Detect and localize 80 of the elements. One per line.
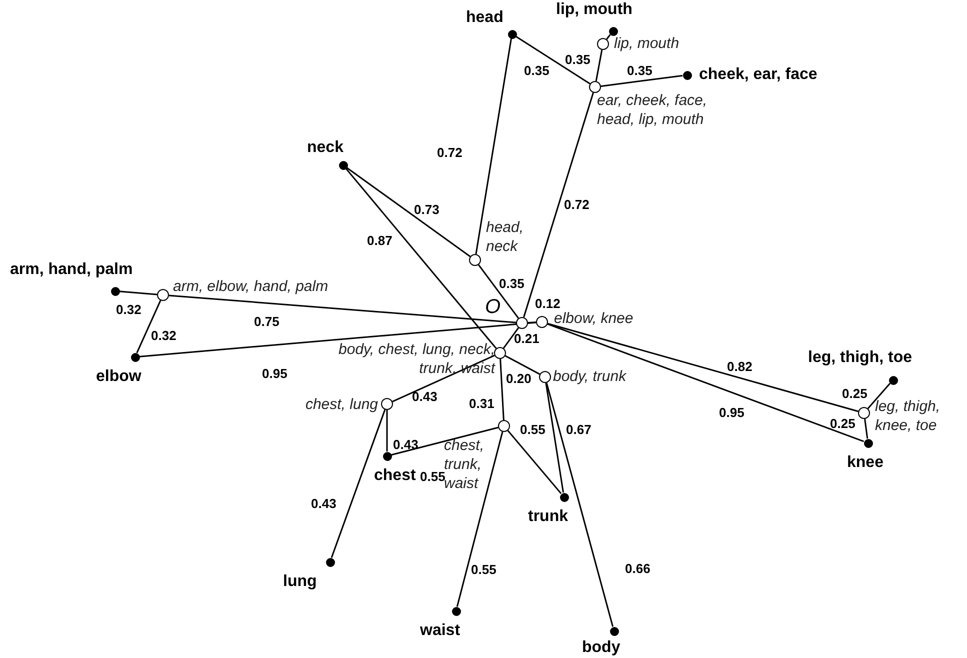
connector-line <box>386 410 388 452</box>
cluster-label: arm, elbow, hand, palm <box>173 277 330 296</box>
leaf-label: lung <box>283 572 318 591</box>
edge-label: 0.55 <box>420 469 446 484</box>
connector-line <box>475 38 512 254</box>
leaf-label: knee <box>847 453 884 472</box>
edge-label: 0.72 <box>564 197 590 212</box>
leaf-label: body <box>582 638 622 657</box>
connector-line <box>595 50 603 82</box>
connector-line <box>545 382 564 493</box>
edge-label: 0.35 <box>565 52 590 67</box>
edge-label: 0.67 <box>566 422 592 437</box>
cluster-label: body, chest, lung, neck, trunk, waist <box>338 340 495 378</box>
edge-label: 0.43 <box>311 496 336 511</box>
edge-label: 0.87 <box>367 233 392 248</box>
leaf-label: waist <box>420 621 462 640</box>
connector-line <box>546 382 614 627</box>
connector-line <box>528 322 536 324</box>
edge-label: 0.66 <box>625 561 650 576</box>
edge-label: 0.31 <box>469 396 494 411</box>
edge-label: 0.43 <box>393 437 418 452</box>
connector-line <box>500 358 504 420</box>
cluster-label: elbow, knee <box>554 309 634 328</box>
leaf-label: cheek, ear, face <box>699 65 818 84</box>
connector-line <box>600 74 683 87</box>
connector-line <box>864 418 868 439</box>
edge-label: 0.55 <box>471 562 496 577</box>
edge-label: 0.20 <box>506 371 532 386</box>
connector-line <box>502 327 520 349</box>
connector-line <box>523 92 594 318</box>
connector-line <box>392 354 495 402</box>
cluster-label: chest, trunk, waist <box>444 436 486 493</box>
connector-line <box>504 355 540 375</box>
leaf-label: lip, mouth <box>556 0 634 19</box>
connector-line <box>168 294 516 324</box>
cluster-label: head, neck <box>486 218 525 256</box>
connector-line <box>867 382 891 409</box>
edge-label: 0.12 <box>535 296 560 311</box>
leaf-label: neck <box>307 138 344 157</box>
connector-line <box>548 322 858 412</box>
cluster-label: leg, thigh, knee, toe <box>875 397 942 435</box>
connector-line <box>330 409 386 558</box>
edge-label: 0.82 <box>727 359 752 374</box>
connector-line <box>346 167 471 258</box>
leaf-label: elbow <box>96 367 142 386</box>
edge-label: 0.95 <box>262 366 288 381</box>
connector-line <box>345 168 497 349</box>
root-label: O <box>485 298 502 317</box>
edge-label: 0.73 <box>414 202 440 217</box>
edge-label: 0.25 <box>830 416 856 431</box>
edge-label: 0.32 <box>151 328 176 343</box>
connector-line <box>507 430 562 494</box>
edge-label: 0.35 <box>627 63 652 78</box>
connector-line <box>606 34 611 40</box>
edge-label: 0.43 <box>412 389 438 404</box>
edge-label: 0.95 <box>719 405 744 420</box>
edge-label: 0.21 <box>514 331 540 346</box>
leaf-label: leg, thigh, toe <box>808 348 913 367</box>
cluster-label: chest, lung <box>304 395 378 414</box>
edge-label: 0.35 <box>524 63 550 78</box>
connector-line <box>119 290 158 296</box>
edge-label: 0.55 <box>520 422 546 437</box>
edge-label: 0.72 <box>437 145 462 160</box>
cluster-label: ear, cheek, face, head, lip, mouth <box>597 91 708 129</box>
leaf-label: arm, hand, palm <box>10 260 134 279</box>
connector-line <box>391 426 498 456</box>
edge-label: 0.35 <box>499 276 524 291</box>
edge-label: 0.32 <box>116 302 142 317</box>
connector-line <box>456 432 504 607</box>
edge-label: 0.25 <box>842 386 868 401</box>
connector-line <box>547 323 864 442</box>
edge-label: 0.75 <box>254 314 280 329</box>
leaf-label: head <box>466 8 504 27</box>
cluster-label: body, trunk <box>553 367 628 386</box>
connector-line <box>136 300 162 354</box>
connector-line <box>478 264 520 319</box>
connector-line <box>139 322 536 358</box>
cluster-label: lip, mouth <box>614 34 680 53</box>
leaf-label: trunk <box>528 507 569 526</box>
connector-line <box>515 36 590 84</box>
